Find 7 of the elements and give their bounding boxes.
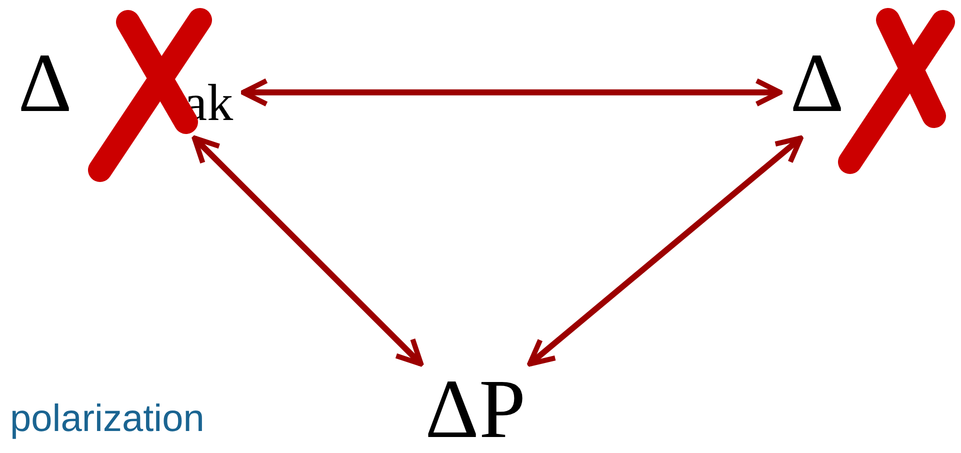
math-symbol: Δ [18, 42, 72, 126]
caption-text: polarization [10, 398, 204, 441]
double-arrow [240, 78, 783, 107]
double-arrow [527, 135, 804, 367]
double-arrow [192, 135, 424, 367]
math-symbol: Δ [790, 42, 844, 126]
math-symbol: ΔP [425, 368, 526, 452]
